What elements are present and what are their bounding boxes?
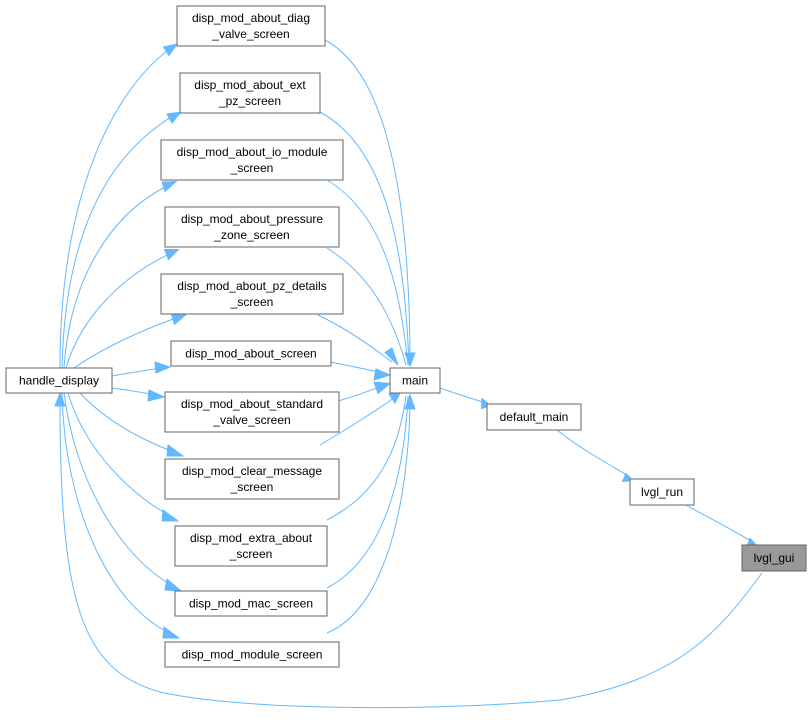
node-disp-mod-about-io-module-screen[interactable]: disp_mod_about_io_module _screen	[160, 139, 344, 181]
edge-handle-display-to-about-screen	[111, 361, 172, 377]
edge-handle-display-to-io-module	[63, 180, 178, 369]
edge-lvgl-run-to-default-main	[556, 429, 634, 483]
node-label: disp_mod_extra_about	[190, 531, 313, 545]
node-label: disp_mod_about_standard	[181, 397, 323, 411]
edge-std-valve-to-main	[337, 381, 392, 402]
edge-handle-display-to-mac-screen	[63, 392, 183, 592]
edge-pz-details-to-main	[317, 314, 399, 366]
edge-handle-display-to-ext-pz	[61, 111, 183, 369]
node-disp-mod-about-ext-pz-screen[interactable]: disp_mod_about_ext _pz_screen	[179, 72, 321, 114]
node-label: disp_mod_module_screen	[182, 648, 323, 662]
edge-extra-about-to-main	[326, 395, 407, 521]
node-main[interactable]: main	[389, 367, 441, 394]
edge-about-screen-to-main	[330, 361, 392, 381]
edges	[54, 39, 763, 709]
edge-module-screen-to-main	[326, 393, 416, 634]
edge-handle-display-to-pz-details	[73, 314, 188, 369]
node-default-main[interactable]: default_main	[486, 403, 582, 431]
node-label: disp_mod_about_diag	[192, 11, 310, 25]
node-lvgl-gui[interactable]: lvgl_gui	[741, 544, 807, 572]
node-label: disp_mod_about_pressure	[181, 212, 323, 226]
node-label: disp_mod_about_io_module	[177, 145, 328, 159]
node-disp-mod-mac-screen[interactable]: disp_mod_mac_screen	[174, 590, 328, 617]
edge-handle-display-to-std-valve	[111, 387, 166, 402]
node-handle-display[interactable]: handle_display	[5, 367, 113, 394]
node-label: _zone_screen	[213, 228, 289, 242]
edge-lvgl-gui-to-lvgl-run	[685, 504, 758, 548]
node-label: lvgl_run	[641, 485, 683, 499]
node-label: _screen	[230, 480, 274, 494]
node-label: _screen	[229, 547, 273, 561]
edge-default-main-to-main	[439, 387, 492, 410]
edge-pressure-zone-to-main	[326, 247, 407, 366]
node-disp-mod-extra-about-screen[interactable]: disp_mod_extra_about _screen	[174, 525, 328, 567]
node-label: disp_mod_about_ext	[194, 78, 306, 92]
node-label: _screen	[230, 295, 274, 309]
nodes: disp_mod_about_diag _valve_screen disp_m…	[5, 5, 807, 668]
edge-handle-display-to-module-screen	[61, 392, 181, 639]
node-disp-mod-about-pressure-zone-screen[interactable]: disp_mod_about_pressure _zone_screen	[164, 206, 340, 248]
edge-handle-display-to-diag-valve	[59, 43, 179, 369]
node-disp-mod-clear-message-screen[interactable]: disp_mod_clear_message _screen	[164, 458, 340, 500]
node-label: _valve_screen	[212, 413, 290, 427]
node-label: disp_mod_clear_message	[182, 464, 322, 478]
edge-ext-pz-to-main	[319, 111, 410, 366]
node-disp-mod-about-screen[interactable]: disp_mod_about_screen	[170, 340, 332, 367]
node-label: handle_display	[19, 374, 99, 388]
node-label: _pz_screen	[218, 94, 281, 108]
node-label: default_main	[500, 410, 569, 424]
edge-mac-screen-to-main	[326, 395, 409, 589]
node-label: disp_mod_about_screen	[185, 347, 316, 361]
node-label: disp_mod_about_pz_details	[177, 279, 326, 293]
node-label: disp_mod_mac_screen	[189, 597, 313, 611]
node-disp-mod-module-screen[interactable]: disp_mod_module_screen	[164, 641, 340, 668]
edge-io-module-to-main	[326, 179, 409, 366]
node-disp-mod-about-standard-valve-screen[interactable]: disp_mod_about_standard _valve_screen	[164, 391, 340, 433]
node-label: _screen	[230, 161, 274, 175]
edge-handle-display-to-extra-about	[67, 392, 180, 522]
edge-handle-display-to-clear-message	[79, 392, 185, 457]
edge-handle-display-to-pressure-zone	[65, 249, 180, 369]
node-label: _valve_screen	[211, 27, 289, 41]
node-lvgl-run[interactable]: lvgl_run	[629, 478, 695, 506]
node-disp-mod-about-pz-details-screen[interactable]: disp_mod_about_pz_details _screen	[160, 273, 344, 315]
node-disp-mod-about-diag-valve-screen[interactable]: disp_mod_about_diag _valve_screen	[176, 5, 326, 47]
node-label: main	[402, 374, 428, 388]
node-label: lvgl_gui	[754, 551, 795, 565]
